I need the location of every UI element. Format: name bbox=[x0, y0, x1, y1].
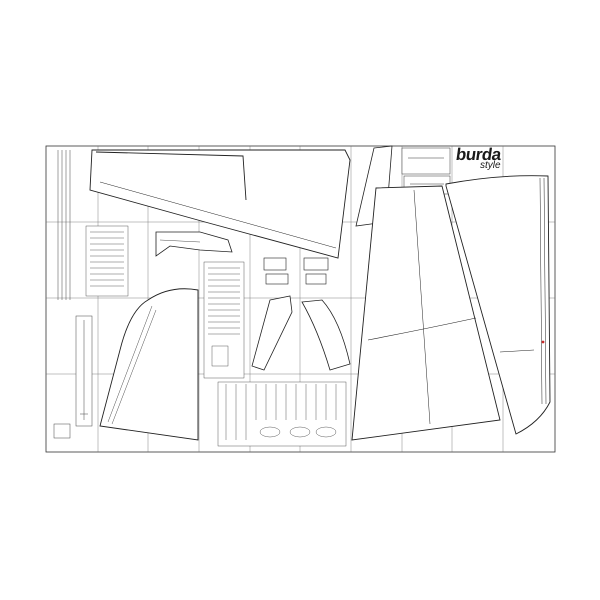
pattern-piece-collar bbox=[155, 231, 233, 257]
brand-sub: style bbox=[480, 160, 501, 171]
accent-mark bbox=[541, 340, 545, 344]
size-table bbox=[85, 225, 129, 297]
title-blocks bbox=[401, 147, 451, 195]
cutting-layouts bbox=[217, 381, 347, 447]
burda-logo: burda style bbox=[455, 145, 504, 176]
pattern-piece-top bbox=[89, 149, 351, 259]
instruction-column bbox=[203, 261, 245, 379]
pattern-piece-skirt-back bbox=[445, 175, 551, 435]
left-strip bbox=[53, 150, 93, 439]
pattern-piece-skirt-front bbox=[351, 185, 501, 441]
pattern-piece-sleeve bbox=[99, 288, 199, 441]
small-pieces bbox=[263, 257, 329, 285]
pattern-piece-facing bbox=[251, 295, 351, 371]
